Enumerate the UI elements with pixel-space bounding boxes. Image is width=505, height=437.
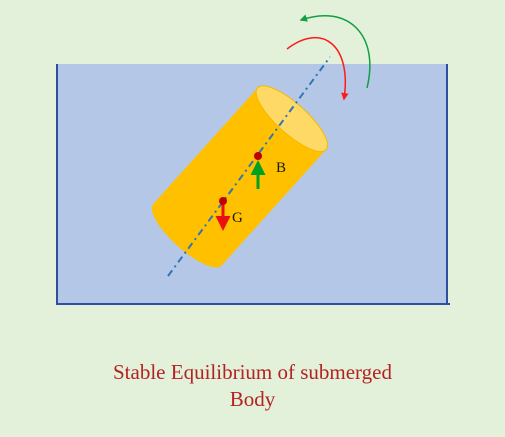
buoyancy-point-label: B: [276, 160, 286, 176]
body-top-face: [255, 85, 328, 152]
gravity-point: [219, 197, 227, 205]
body-axis: [167, 56, 331, 277]
caption: Stable Equilibrium of submerged Body: [0, 359, 505, 413]
tank-walls: [56, 64, 450, 305]
rotation-arrow-green: [299, 14, 371, 89]
caption-line-1: Stable Equilibrium of submerged: [113, 360, 392, 384]
submerged-body: [151, 85, 328, 268]
body-side: [153, 87, 327, 266]
body-bottom: [151, 201, 224, 268]
rotation-arrow-red: [286, 37, 349, 101]
buoyancy-point: [254, 152, 262, 160]
gravity-point-label: G: [232, 210, 243, 226]
caption-line-2: Body: [229, 387, 276, 411]
